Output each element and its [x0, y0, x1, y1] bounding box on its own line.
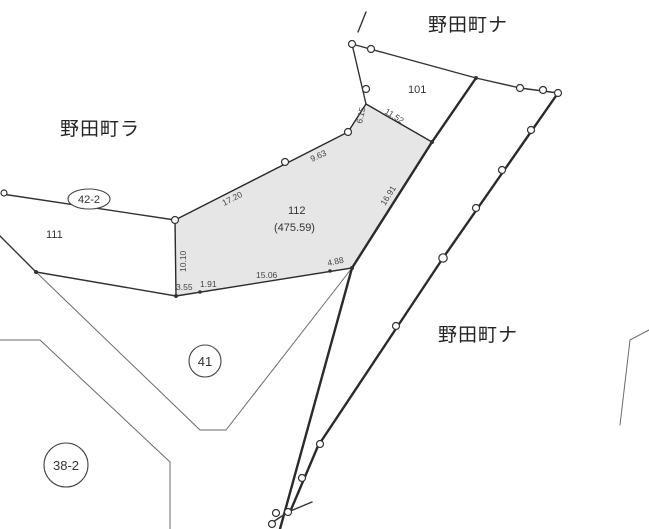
boundary-points	[0, 39, 563, 529]
dimension-label: 6.15	[354, 106, 367, 125]
boundary-point[interactable]	[361, 84, 371, 94]
dimension-label: 1.91	[200, 279, 217, 289]
lot-number-41: 41	[198, 354, 212, 369]
channel-left-boundary	[278, 76, 478, 529]
place-name-noda-na-right: 野田町ナ	[438, 324, 518, 346]
boundary-point[interactable]	[538, 85, 548, 95]
boundary-point[interactable]	[391, 321, 401, 331]
place-name-noda-na-top: 野田町ナ	[428, 14, 508, 36]
right-edge-boundary	[619, 329, 649, 426]
lot-number-101: 101	[408, 84, 426, 96]
circled-lot-42-2: 42-2	[67, 188, 111, 210]
boundary-point[interactable]	[438, 253, 448, 263]
lot-area-112: (475.59)	[274, 222, 315, 234]
corner-mark	[350, 266, 354, 270]
lot-number-111: 111	[46, 229, 63, 241]
corner-mark	[328, 269, 332, 273]
lot-38-2-boundary	[0, 339, 171, 529]
parcel-111-bottom-boundary	[0, 235, 177, 297]
dimension-label: 3.55	[176, 282, 193, 292]
corner-mark	[34, 270, 38, 274]
dimension-label: 10.10	[178, 250, 188, 272]
top-tick-line	[357, 11, 367, 33]
lot-circle	[67, 188, 111, 210]
boundary-point[interactable]	[553, 88, 563, 98]
corner-mark	[198, 290, 202, 294]
boundary-point[interactable]	[347, 39, 357, 49]
boundary-point[interactable]	[526, 125, 536, 135]
corner-mark	[430, 140, 434, 144]
boundary-point[interactable]	[271, 508, 281, 518]
boundary-point[interactable]	[280, 157, 290, 167]
circled-lot-38-2: 38-2	[43, 442, 89, 488]
circled-lot-41: 41	[188, 344, 222, 378]
dimension-label: 4.88	[326, 255, 345, 268]
lot-number-112: 112	[288, 205, 306, 217]
boundary-point[interactable]	[283, 507, 293, 517]
boundary-point[interactable]	[497, 165, 507, 175]
place-name-noda-ra: 野田町ラ	[60, 118, 140, 140]
boundary-point[interactable]	[343, 127, 353, 137]
corner-marks	[34, 76, 478, 298]
boundary-point[interactable]	[170, 215, 180, 225]
boundary-point[interactable]	[315, 439, 325, 449]
dimension-label: 15.06	[256, 270, 278, 280]
lot-circle	[188, 344, 222, 378]
lot-number-42-2: 42-2	[78, 194, 100, 206]
parcel-112[interactable]	[174, 103, 433, 297]
lot-number-38-2: 38-2	[53, 458, 79, 473]
boundary-point[interactable]	[515, 83, 525, 93]
boundary-point[interactable]	[366, 44, 376, 54]
boundary-point[interactable]	[0, 189, 8, 197]
boundary-point[interactable]	[267, 519, 277, 529]
lot-41-boundary	[35, 267, 353, 431]
boundary-point[interactable]	[297, 473, 307, 483]
corner-mark	[174, 294, 178, 298]
corner-mark	[474, 76, 478, 80]
boundary-point[interactable]	[471, 203, 481, 213]
lot-circle	[43, 442, 89, 488]
